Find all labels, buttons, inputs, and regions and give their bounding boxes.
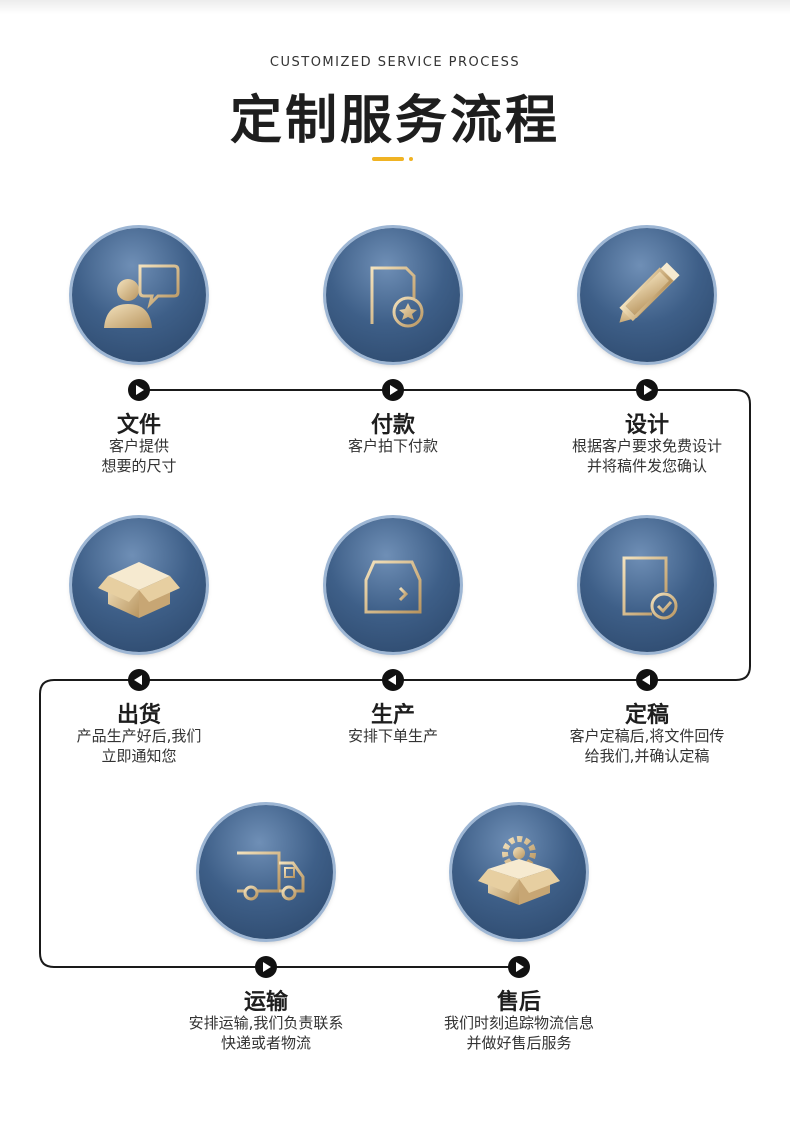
document-check-icon xyxy=(622,556,678,620)
step-title-finalize: 定稿 xyxy=(624,703,669,728)
step-finalize-circle xyxy=(580,518,714,652)
step-title-production: 生产 xyxy=(370,703,415,728)
inbox-arrow-icon xyxy=(364,560,422,614)
step-transport-circle xyxy=(199,805,333,939)
step-desc-file: 客户提供 想要的尺寸 xyxy=(101,437,177,475)
box-gear-icon xyxy=(478,836,560,905)
step-production-circle xyxy=(326,518,460,652)
node-play-right-2 xyxy=(382,379,404,401)
pencil-ruler-icon xyxy=(619,262,680,323)
step-aftersales-circle xyxy=(452,805,586,939)
node-play-right-1 xyxy=(128,379,150,401)
step-desc-production: 安排下单生产 xyxy=(347,727,438,745)
step-title-shipment: 出货 xyxy=(116,703,161,728)
step-shipment-circle xyxy=(72,518,206,652)
open-box-icon xyxy=(98,562,180,618)
step-desc-design: 根据客户要求免费设计 并将稿件发您确认 xyxy=(571,437,722,475)
node-play-right-4 xyxy=(255,956,277,978)
node-play-right-3 xyxy=(636,379,658,401)
page-title: 定制服务流程 xyxy=(229,91,560,151)
customer-chat-icon xyxy=(104,264,180,328)
top-shadow xyxy=(0,0,790,14)
document-badge-icon xyxy=(370,266,424,328)
node-play-left-2 xyxy=(382,669,404,691)
step-title-design: 设计 xyxy=(624,413,669,438)
step-title-aftersales: 售后 xyxy=(496,990,541,1015)
delivery-truck-icon xyxy=(223,851,305,901)
step-file-circle xyxy=(72,228,206,362)
node-play-left-1 xyxy=(128,669,150,691)
header-subtitle: CUSTOMIZED SERVICE PROCESS xyxy=(269,55,521,70)
title-accent-dot xyxy=(409,157,413,161)
title-accent-bar xyxy=(372,157,404,161)
step-title-payment: 付款 xyxy=(370,413,415,438)
step-desc-transport: 安排运输,我们负责联系 快递或者物流 xyxy=(188,1014,344,1052)
step-desc-aftersales: 我们时刻追踪物流信息 并做好售后服务 xyxy=(443,1014,594,1052)
step-payment-circle xyxy=(326,228,460,362)
step-desc-finalize: 客户定稿后,将文件回传 给我们,并确认定稿 xyxy=(569,727,725,765)
node-play-left-3 xyxy=(636,669,658,691)
step-title-transport: 运输 xyxy=(243,990,288,1015)
node-play-right-5 xyxy=(508,956,530,978)
step-design-circle xyxy=(580,228,714,362)
step-desc-shipment: 产品生产好后,我们 立即通知您 xyxy=(76,727,202,765)
step-title-file: 文件 xyxy=(116,413,161,438)
step-desc-payment: 客户拍下付款 xyxy=(347,437,438,455)
